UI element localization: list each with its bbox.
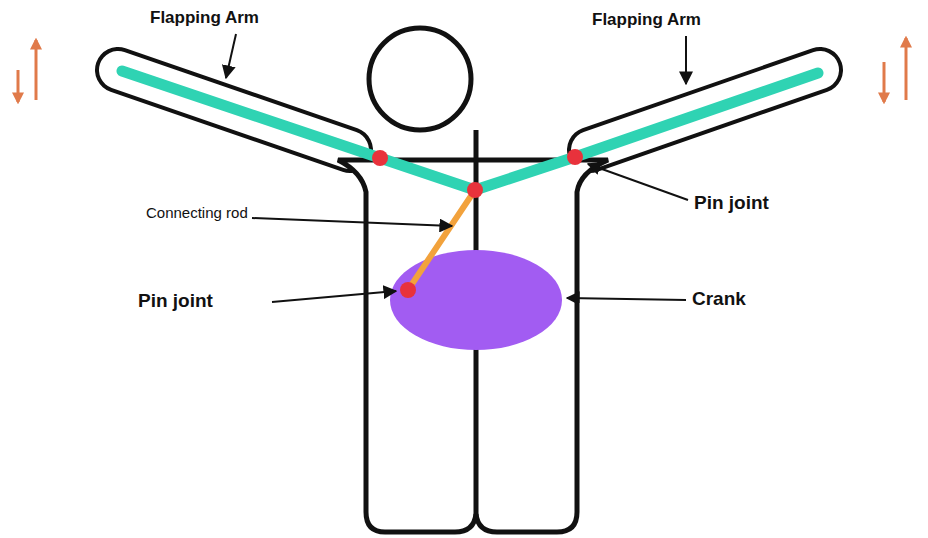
motion-arrows (18, 38, 906, 102)
part-label: Crank (692, 288, 802, 310)
connecting-rod (408, 190, 475, 290)
part-label: Connecting rod (146, 204, 250, 221)
part-label: Pin joint (694, 192, 824, 214)
body-outline (338, 160, 608, 532)
part-label: Flapping Arm (150, 8, 310, 28)
flapping-arm-link (122, 71, 475, 190)
leader-lines (226, 34, 688, 302)
part-label: Flapping Arm (592, 10, 752, 30)
crank-disc (390, 250, 562, 350)
part-label: Pin joint (138, 290, 268, 312)
flapping-arm-link (475, 73, 818, 190)
head-outline (369, 28, 471, 130)
